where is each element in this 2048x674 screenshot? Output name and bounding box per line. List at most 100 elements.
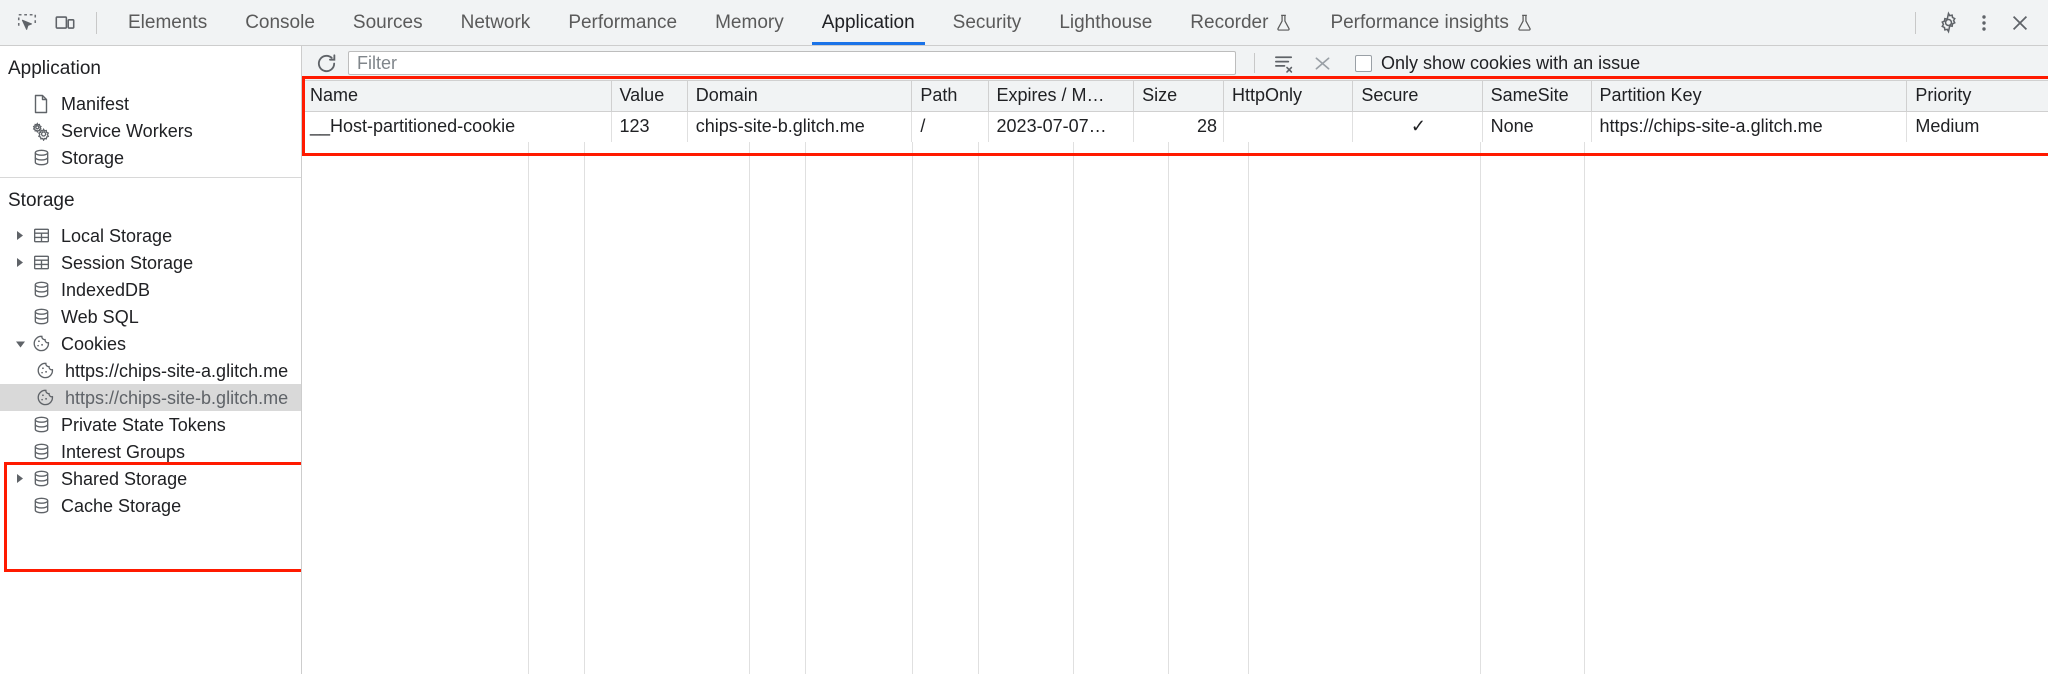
sidebar-divider — [0, 177, 301, 178]
close-icon[interactable] — [2002, 6, 2038, 40]
tab-security[interactable]: Security — [934, 0, 1041, 45]
cell-secure: ✓ — [1352, 111, 1483, 142]
gear-icon[interactable] — [1930, 6, 1966, 40]
column-header-partition-key[interactable]: Partition Key — [1591, 81, 1908, 112]
sidebar-item-label: Interest Groups — [61, 441, 186, 462]
column-header-priority[interactable]: Priority — [1906, 81, 2048, 112]
sidebar-item-private-state-tokens[interactable]: Private State Tokens — [0, 411, 301, 438]
cookies-panel: Only show cookies with an issue Name Val… — [302, 46, 2048, 674]
sidebar-item-cookies[interactable]: Cookies — [0, 330, 301, 357]
database-icon — [30, 469, 52, 489]
chevron-right-icon[interactable] — [12, 255, 28, 271]
column-header-size[interactable]: Size — [1133, 81, 1224, 112]
more-vertical-icon[interactable] — [1966, 6, 2002, 40]
column-header-name[interactable]: Name — [302, 81, 612, 112]
column-header-secure[interactable]: Secure — [1352, 81, 1483, 112]
tab-label: Performance insights — [1330, 11, 1509, 33]
chevron-down-icon[interactable] — [12, 336, 28, 352]
sidebar-item-storage[interactable]: Storage — [0, 144, 301, 171]
sidebar-item-label: Cookies — [61, 333, 127, 354]
sidebar-item-cookies-site-a[interactable]: https://chips-site-a.glitch.me — [0, 357, 301, 384]
tab-label: Sources — [352, 11, 423, 33]
database-icon — [30, 280, 52, 300]
sidebar-item-label: Private State Tokens — [61, 414, 226, 435]
cookie-icon — [34, 361, 56, 381]
column-header-value[interactable]: Value — [611, 81, 688, 112]
sidebar-item-interest-groups[interactable]: Interest Groups — [0, 438, 301, 465]
tab-label: Recorder — [1190, 11, 1269, 33]
inspect-element-icon[interactable] — [8, 6, 46, 40]
tab-label: Elements — [128, 11, 208, 33]
application-sidebar: Application Manifest — [0, 46, 302, 674]
sidebar-item-shared-storage[interactable]: Shared Storage — [0, 465, 301, 492]
sidebar-item-cache-storage[interactable]: Cache Storage — [0, 492, 301, 519]
cell-expires: 2023-07-07… — [988, 111, 1135, 142]
tab-application[interactable]: Application — [803, 0, 934, 45]
tab-label: Performance — [568, 11, 678, 33]
sidebar-item-label: Storage — [61, 147, 125, 168]
cookies-filter-toolbar: Only show cookies with an issue — [302, 46, 2048, 81]
tab-elements[interactable]: Elements — [109, 0, 226, 45]
sidebar-item-service-workers[interactable]: Service Workers — [0, 117, 301, 144]
chevron-right-icon[interactable] — [12, 228, 28, 244]
cell-partition-key: https://chips-site-a.glitch.me — [1591, 111, 1908, 142]
gears-icon — [30, 121, 52, 141]
sidebar-item-indexeddb[interactable]: IndexedDB — [0, 276, 301, 303]
sidebar-item-manifest[interactable]: Manifest — [0, 90, 301, 117]
sidebar-item-cookies-site-b[interactable]: https://chips-site-b.glitch.me — [0, 384, 301, 411]
tab-sources[interactable]: Sources — [334, 0, 442, 45]
sidebar-section-application-title: Application — [8, 58, 101, 79]
cell-priority: Medium — [1906, 111, 2048, 142]
column-header-httponly[interactable]: HttpOnly — [1223, 81, 1354, 112]
database-icon — [30, 148, 52, 168]
column-header-domain[interactable]: Domain — [687, 81, 913, 112]
tab-recorder[interactable]: Recorder — [1171, 0, 1311, 45]
checkbox-label: Only show cookies with an issue — [1381, 52, 1641, 73]
sidebar-item-session-storage[interactable]: Session Storage — [0, 249, 301, 276]
tab-label: Memory — [715, 11, 784, 33]
sidebar-item-label: https://chips-site-a.glitch.me — [65, 360, 289, 381]
checkbox-box[interactable] — [1355, 54, 1372, 72]
cell-path: / — [911, 111, 989, 142]
tab-lighthouse[interactable]: Lighthouse — [1040, 0, 1171, 45]
column-header-path[interactable]: Path — [911, 81, 989, 112]
column-header-expires[interactable]: Expires / M… — [988, 81, 1135, 112]
table-icon — [30, 253, 52, 273]
tab-label: Lighthouse — [1059, 11, 1153, 33]
database-icon — [30, 442, 52, 462]
device-toolbar-icon[interactable] — [46, 6, 84, 40]
column-header-samesite[interactable]: SameSite — [1482, 81, 1592, 112]
tab-console[interactable]: Console — [226, 0, 334, 45]
tab-label: Network — [460, 11, 531, 33]
clear-all-cookies-icon[interactable] — [1269, 50, 1299, 76]
cookies-table-container: Name Value Domain Path Expires / M… Size… — [302, 81, 2048, 674]
cell-value: 123 — [611, 111, 688, 142]
sidebar-item-local-storage[interactable]: Local Storage — [0, 222, 301, 249]
document-icon — [30, 94, 52, 114]
filterbar-divider — [1254, 53, 1255, 73]
sidebar-item-label: Manifest — [61, 93, 130, 114]
clear-filtered-icon[interactable] — [1307, 50, 1337, 76]
chevron-right-icon[interactable] — [12, 471, 28, 487]
sidebar-item-label: https://chips-site-b.glitch.me — [65, 387, 289, 408]
cell-size: 28 — [1133, 111, 1224, 142]
toolbar-right-actions — [1905, 0, 2038, 45]
cell-name: __Host-partitioned-cookie — [302, 111, 612, 142]
devtools-body: Application Manifest — [0, 46, 2048, 674]
cookies-table: Name Value Domain Path Expires / M… Size… — [302, 81, 2048, 142]
refresh-icon[interactable] — [312, 50, 340, 76]
database-icon — [30, 307, 52, 327]
tab-network[interactable]: Network — [442, 0, 550, 45]
table-empty-grid — [302, 142, 2048, 674]
only-show-issues-checkbox[interactable]: Only show cookies with an issue — [1355, 53, 1640, 74]
table-row[interactable]: __Host-partitioned-cookie 123 chips-site… — [302, 111, 2048, 142]
sidebar-item-label: Session Storage — [61, 252, 194, 273]
tab-performance-insights[interactable]: Performance insights — [1311, 0, 1551, 45]
experiment-flask-icon — [1275, 13, 1292, 32]
sidebar-item-web-sql[interactable]: Web SQL — [0, 303, 301, 330]
cell-domain: chips-site-b.glitch.me — [687, 111, 913, 142]
search-input[interactable] — [348, 51, 1236, 75]
tab-memory[interactable]: Memory — [696, 0, 803, 45]
tab-performance[interactable]: Performance — [549, 0, 696, 45]
devtools-main-toolbar: Elements Console Sources Network Perform… — [0, 0, 2048, 46]
